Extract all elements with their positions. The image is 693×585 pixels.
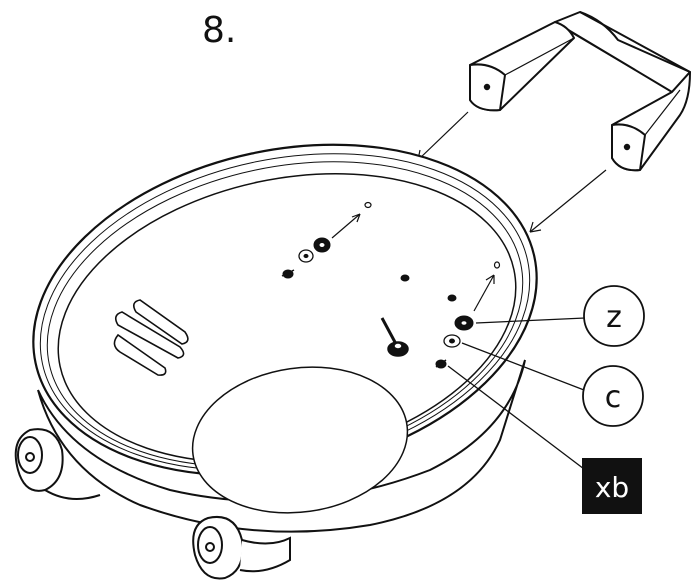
foot-left — [14, 428, 101, 500]
right-set-arrow — [473, 274, 495, 312]
callout-c-label: c — [605, 380, 622, 415]
screw-xb — [435, 359, 447, 369]
mounting-holes — [364, 201, 501, 269]
callout-leaders — [447, 317, 589, 473]
callout-xb-label: xb — [595, 471, 629, 504]
bowl-base — [32, 143, 538, 533]
callout-z-label: z — [606, 300, 622, 335]
small-screws — [400, 274, 457, 302]
handle-part — [469, 11, 691, 172]
callout-c: c — [582, 365, 644, 427]
center-post — [380, 317, 409, 357]
callout-z: z — [583, 285, 645, 347]
callout-xb: xb — [582, 458, 642, 514]
step-number: 8. — [202, 10, 236, 51]
assembly-arrows — [417, 111, 607, 233]
flat-washer-c — [443, 334, 461, 348]
foot-right — [192, 516, 291, 580]
upper-hardware-set — [281, 213, 361, 279]
black-washer-z — [454, 315, 474, 331]
